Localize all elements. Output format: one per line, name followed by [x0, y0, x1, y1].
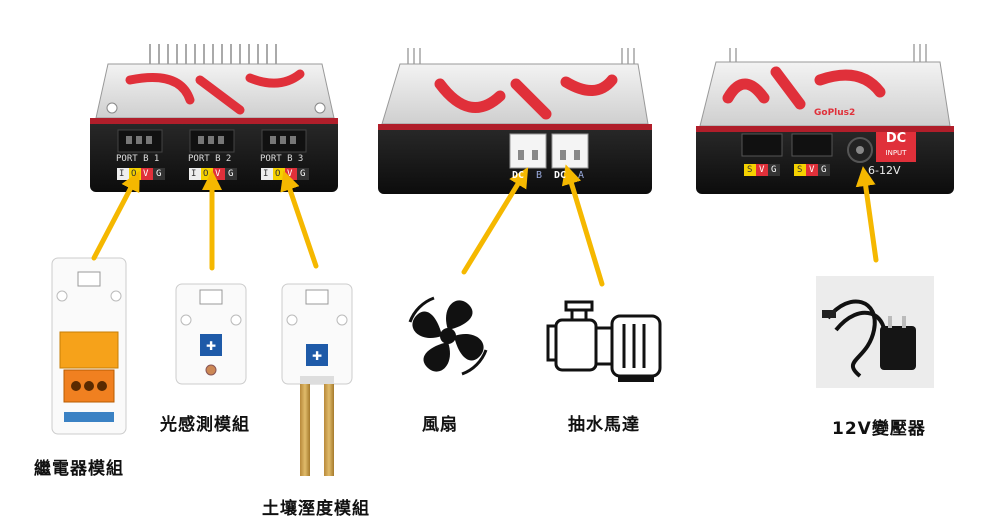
adapter-photo [816, 276, 934, 388]
port-b1-pin-o: O [131, 169, 137, 179]
port-dc-a [551, 133, 589, 169]
dc-badge-top: DC [885, 131, 907, 146]
controller-middle [378, 48, 652, 194]
port-dc-a-label: DC [554, 170, 567, 181]
dc-input-badge [876, 132, 916, 162]
brand-label: GoPlus2 [814, 108, 856, 118]
port-b2-label: PORT B 2 [188, 154, 232, 164]
relay-caption: 繼電器模組 [34, 459, 124, 479]
adapter-caption: 12V變壓器 [832, 419, 926, 439]
light-sensor-caption: 光感測模組 [160, 415, 250, 435]
pump-caption: 抽水馬達 [568, 415, 640, 435]
port-b2-pin-g: G [228, 169, 234, 179]
svg-text:✚: ✚ [312, 349, 322, 363]
port-b1 [117, 129, 163, 153]
soil-moisture-module: ✚ [281, 283, 353, 476]
port-b3-pin-i: I [263, 169, 269, 179]
dc-badge-bottom: INPUT [885, 149, 907, 157]
arrow-fan-to-dcb [461, 167, 529, 275]
fan-icon [408, 296, 488, 376]
port-b1-label: PORT B 1 [116, 154, 160, 164]
port-b2-pin-v: V [215, 169, 221, 179]
pump-icon [546, 300, 662, 382]
port-b2-pin-o: O [203, 169, 209, 179]
servo2-pin-g: G [821, 165, 827, 175]
svg-text:✚: ✚ [206, 339, 216, 353]
port-b1-pin-v: V [143, 169, 149, 179]
port-b3-label: PORT B 3 [260, 154, 304, 164]
port-b3-pin-v: V [287, 169, 293, 179]
port-b1-pin-i: I [119, 169, 130, 179]
servo2-pin-v: V [809, 165, 815, 175]
port-b3-pin-g: G [300, 169, 306, 179]
port-dc-b-sub: B [536, 170, 543, 181]
voltage-label: 6-12V [868, 164, 901, 177]
relay-module [51, 257, 127, 435]
port-b3 [261, 129, 307, 153]
servo1-pin-s: S [747, 165, 753, 175]
port-b1-pin-g: G [156, 169, 162, 179]
arrow-adapter-to-dc [855, 166, 879, 263]
port-b2 [189, 129, 235, 153]
soil-sensor-caption: 土壤溼度模組 [262, 499, 370, 519]
port-b2-pin-i: I [191, 169, 197, 179]
servo1-pin-g: G [771, 165, 777, 175]
servo1-pin-v: V [759, 165, 765, 175]
port-dc-a-sub: A [578, 170, 585, 181]
port-dc-b [509, 133, 547, 169]
servo2-pin-s: S [797, 165, 803, 175]
controller-left [90, 44, 338, 192]
port-b3-pin-o: O [275, 169, 281, 179]
arrow-soil-to-port3 [280, 170, 319, 269]
arrow-pump-to-dca [561, 164, 605, 287]
port-dc-b-label: DC [512, 170, 525, 181]
fan-caption: 風扇 [422, 415, 458, 435]
arrow-relay-to-port1 [91, 170, 140, 261]
light-sensor-module: ✚ [175, 283, 247, 385]
controller-right [696, 44, 954, 194]
connection-arrows [91, 164, 879, 287]
